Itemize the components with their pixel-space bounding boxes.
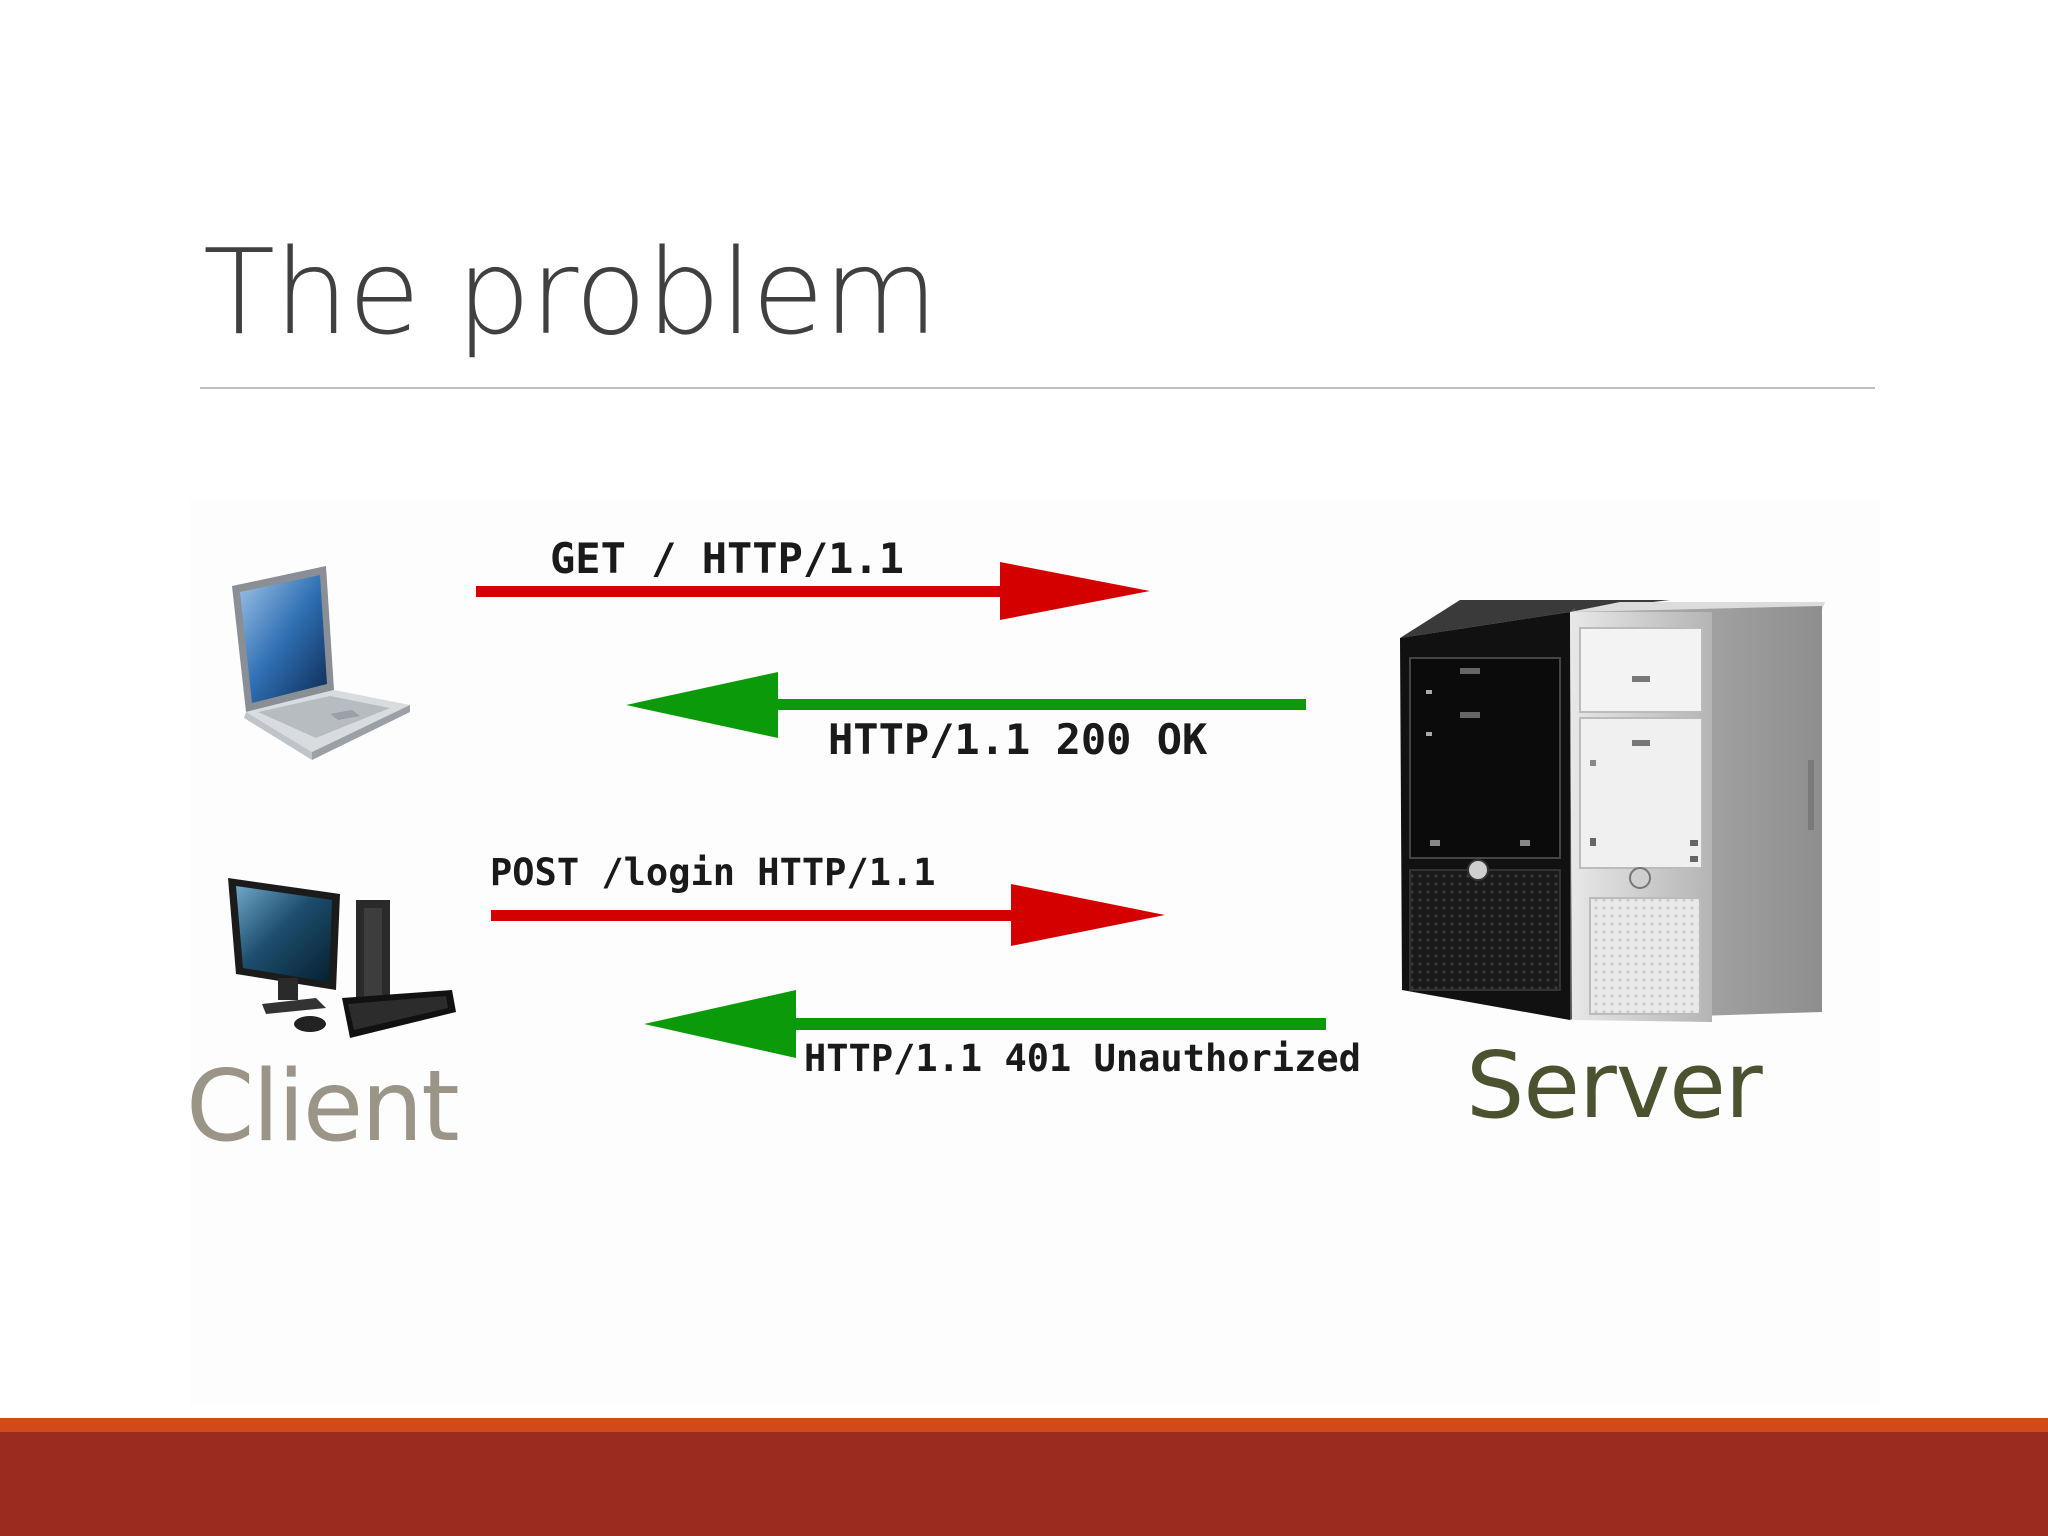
footer-bar [0, 1432, 2048, 1536]
title-divider [200, 387, 1875, 389]
response-arrow-2 [644, 990, 1326, 1058]
client-label: Client [186, 1050, 460, 1164]
footer-accent-stripe [0, 1418, 2048, 1432]
response-label-401: HTTP/1.1 401 Unauthorized [804, 1037, 1361, 1080]
request-arrow-2 [491, 884, 1165, 946]
request-arrow-1 [476, 562, 1150, 620]
request-label-post: POST /login HTTP/1.1 [490, 851, 936, 894]
response-arrow-1 [626, 672, 1306, 738]
server-towers-icon [1400, 600, 1825, 1022]
desktop-computer-icon [228, 878, 456, 1038]
slide-title: The problem [203, 223, 938, 361]
laptop-icon [232, 566, 410, 760]
request-label-get: GET / HTTP/1.1 [550, 534, 904, 583]
server-label: Server [1466, 1032, 1763, 1139]
response-label-200: HTTP/1.1 200 OK [828, 715, 1208, 764]
